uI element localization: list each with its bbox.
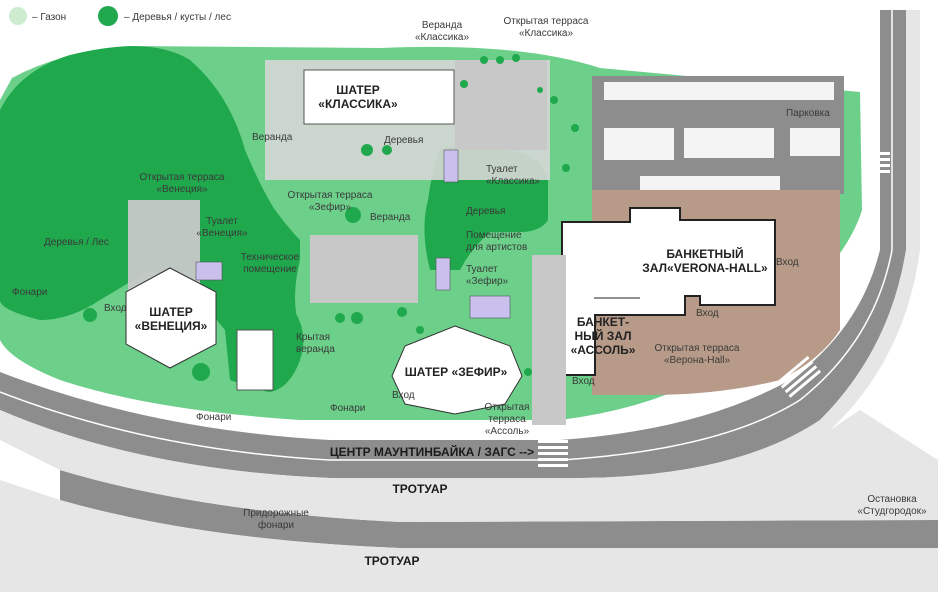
covered-veranda xyxy=(236,329,274,391)
label-hall-verona-1: БАНКЕТНЫЙ xyxy=(666,246,743,261)
crosswalk-1 xyxy=(538,440,568,467)
label-covered-veranda-1: Крытая xyxy=(296,332,330,343)
lower-road xyxy=(60,470,938,548)
label-terrace-zefir-2: «Зефир» xyxy=(309,201,352,213)
label-toilet-zefir-1: Туалет xyxy=(466,264,498,275)
main-road xyxy=(0,10,906,479)
room-toilet-venecia xyxy=(195,261,223,281)
label-toilet-klassika-1: Туалет xyxy=(486,164,518,175)
label-tent-venecia-2: «ВЕНЕЦИЯ» xyxy=(135,319,208,333)
label-terrace-assol-3: «Ассоль» xyxy=(485,426,530,437)
label-covered-veranda-2: веранда xyxy=(296,344,335,355)
road-line xyxy=(0,10,893,461)
crosswalk-2 xyxy=(866,152,890,173)
label-terrace-venecia-2: «Венеция» xyxy=(156,184,208,195)
label-trees-forest: Деревья / Лес xyxy=(44,237,109,248)
label-tent-klassika-1: ШАТЕР xyxy=(336,83,379,97)
label-toilet-venecia-1: Туалет xyxy=(206,216,238,227)
sidewalk-strip xyxy=(0,10,920,496)
label-artist-room-2: для артистов xyxy=(466,242,527,253)
crosswalk-3 xyxy=(776,355,822,398)
label-tent-klassika-2: «КЛАССИКА» xyxy=(318,97,398,111)
label-terrace-verona-2: «Верона-Hall» xyxy=(664,355,731,366)
label-tent-venecia-1: ШАТЕР xyxy=(149,305,192,319)
label-sidewalk-1: ТРОТУАР xyxy=(392,482,447,496)
label-sidewalk-2: ТРОТУАР xyxy=(364,554,419,568)
label-entrance-assol: Вход xyxy=(572,376,595,387)
label-terrace-venecia-1: Открытая терраса xyxy=(140,172,225,183)
legend-label-trees: – Деревья / кусты / лес xyxy=(124,12,231,23)
legend-swatch-lawn xyxy=(9,7,27,25)
paved-assol xyxy=(532,255,566,425)
label-tent-zefir: ШАТЕР «ЗЕФИР» xyxy=(405,365,508,379)
label-lamps-1: Фонари xyxy=(12,287,47,298)
veranda-klassika xyxy=(455,60,547,150)
label-terrace-klassika-2: «Классика» xyxy=(519,28,574,39)
label-terrace-verona-1: Открытая терраса xyxy=(655,343,740,354)
label-roadside-lamps-1: Придорожные xyxy=(243,508,309,519)
label-entrance-verona-1: Вход xyxy=(776,257,799,268)
tent-zefir xyxy=(391,325,523,415)
lower-sidewalk xyxy=(0,410,938,522)
paved-zefir xyxy=(310,235,418,303)
label-tech-room-1: Техническое xyxy=(241,252,300,263)
label-parking: Парковка xyxy=(786,108,830,119)
label-toilet-venecia-2: «Венеция» xyxy=(196,228,248,239)
label-lamps-2: Фонари xyxy=(330,403,365,414)
label-artist-room-1: Помещение xyxy=(466,230,522,241)
label-bus-stop-1: Остановка xyxy=(867,494,917,505)
room-toilet-zefir xyxy=(469,295,511,319)
label-entrance-2: Вход xyxy=(392,390,415,401)
room-artists xyxy=(435,257,451,291)
label-veranda: Веранда xyxy=(252,132,293,143)
label-veranda-2: Веранда xyxy=(370,212,411,223)
label-trees: Деревья xyxy=(384,135,423,146)
building-verona-hall xyxy=(561,207,776,376)
bottom-sidewalk xyxy=(0,480,938,592)
legend-label-lawn: – Газон xyxy=(32,12,66,23)
label-hall-assol-2: НЫЙ ЗАЛ xyxy=(574,328,631,343)
label-terrace-klassika-1: Открытая терраса xyxy=(504,16,589,27)
room-toilet-klassika xyxy=(443,149,459,183)
label-lamps-3: Фонари xyxy=(196,412,231,423)
tree-dots xyxy=(83,54,579,381)
label-hall-verona-2: ЗАЛ«VERONA-HALL» xyxy=(642,261,768,275)
label-roadside-lamps-2: фонари xyxy=(258,519,294,531)
label-terrace-assol-1: Открытая xyxy=(485,402,530,413)
label-hall-assol-1: БАНКЕТ- xyxy=(577,315,629,329)
label-tech-room-2: помещение xyxy=(243,264,297,275)
label-terrace-assol-2: терраса xyxy=(488,414,526,425)
label-veranda-klassika-2: «Классика» xyxy=(415,32,470,43)
label-entrance-1: Вход xyxy=(104,303,127,314)
label-toilet-zefir-2: «Зефир» xyxy=(466,275,509,287)
label-hall-assol-3: «АССОЛЬ» xyxy=(571,343,636,357)
label-toilet-klassika-2: «Классика» xyxy=(486,176,541,187)
label-bus-stop-2: «Студгородок» xyxy=(857,506,927,517)
label-entrance-verona-2: Вход xyxy=(696,308,719,319)
label-veranda-klassika-1: Веранда xyxy=(422,20,463,31)
tent-klassika xyxy=(303,69,455,125)
label-terrace-zefir-1: Открытая терраса xyxy=(288,190,373,201)
label-road: ЦЕНТР МАУНТИНБАЙКА / ЗАГС --> xyxy=(330,444,534,459)
legend-swatch-trees xyxy=(98,6,118,26)
tent-venecia xyxy=(125,267,217,369)
parking-spots xyxy=(604,82,840,190)
label-trees-2: Деревья xyxy=(466,206,505,217)
